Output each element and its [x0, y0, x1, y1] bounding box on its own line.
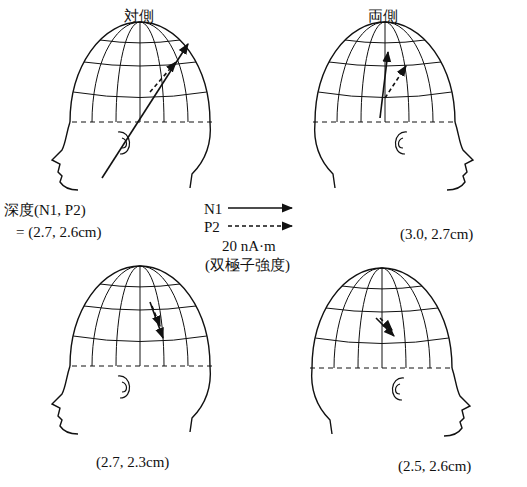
figure-label: (2.5, 2.6cm) [398, 458, 471, 475]
head-back [315, 122, 335, 188]
grid-line [116, 22, 164, 122]
p2-dipole-arrow [152, 306, 160, 326]
ear [118, 376, 130, 398]
dome [315, 22, 455, 122]
grid-line [361, 22, 409, 122]
n1-dipole-arrow [380, 52, 388, 118]
grid-line [358, 268, 406, 368]
head-outline [52, 266, 212, 434]
grid-line [326, 308, 438, 312]
p2-dipole-arrow [380, 318, 392, 330]
head-outline [52, 22, 212, 190]
figure-label: (双極子強度) [205, 257, 290, 274]
equator-line [310, 368, 454, 369]
grid-line [73, 336, 207, 342]
figure-label: 深度(N1, P2) [4, 202, 86, 219]
head-outline [313, 22, 473, 190]
head-back [190, 122, 210, 188]
grid-line [140, 22, 141, 122]
head-back [312, 368, 332, 434]
grid-line [100, 40, 180, 43]
grid-line [334, 268, 430, 368]
dome [312, 268, 452, 368]
ear [392, 378, 404, 400]
grid-line [382, 268, 383, 368]
equator-line [313, 122, 457, 123]
face-profile [447, 122, 473, 190]
head-back [190, 366, 210, 432]
face-profile [52, 366, 78, 434]
dome [70, 266, 210, 366]
head-outline [310, 268, 470, 436]
n1-dipole-arrow [376, 318, 394, 336]
figure-label: P2 [204, 219, 220, 236]
n1-dipole-arrow [102, 44, 188, 178]
face-profile [444, 368, 470, 436]
grid-line [342, 286, 422, 289]
dome [70, 22, 210, 122]
grid-line [315, 338, 449, 344]
grid-line [84, 62, 196, 66]
figure-label: 対側 [124, 8, 154, 25]
face-profile [52, 122, 78, 190]
grid-line [92, 22, 188, 122]
n1-dipole-arrow [228, 207, 292, 209]
n1-dipole-arrow [150, 302, 163, 338]
equator-line [68, 122, 212, 123]
figure-label: N1 [204, 201, 222, 218]
p2-dipole-arrow [385, 66, 406, 98]
p2-dipole-arrow [228, 225, 292, 227]
grid-line [345, 40, 425, 43]
grid-line [73, 92, 207, 98]
figure-label: 20 nA·m [222, 238, 276, 255]
figure-label: = (2.7, 2.6cm) [16, 224, 102, 241]
figure-label: 両側 [368, 8, 398, 25]
grid-line [92, 266, 188, 366]
grid-line [84, 306, 196, 310]
p2-dipole-arrow [150, 62, 176, 92]
figure-label: (2.7, 2.3cm) [96, 454, 169, 471]
grid-line [329, 62, 441, 66]
grid-line [116, 266, 164, 366]
equator-line [68, 366, 212, 367]
grid-line [100, 284, 180, 287]
ear [395, 132, 407, 154]
grid-line [337, 22, 433, 122]
grid-line [140, 266, 141, 366]
figure-label: (3.0, 2.7cm) [400, 226, 473, 243]
